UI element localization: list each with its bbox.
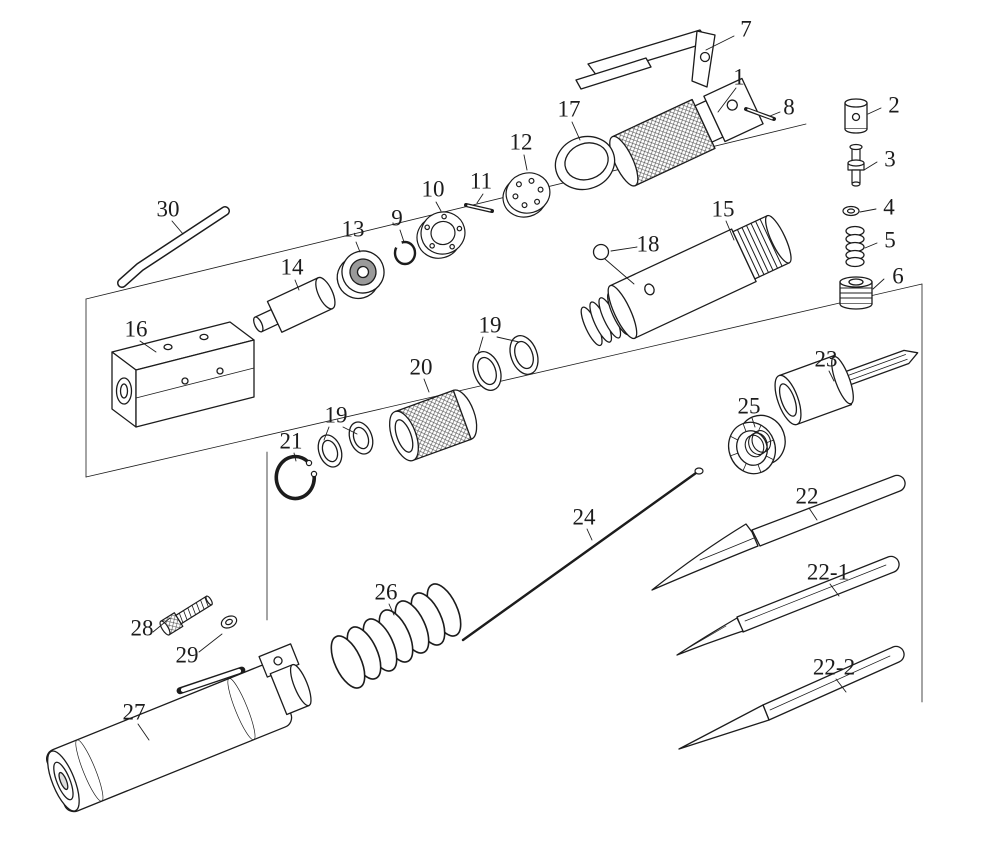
label-part-11: 11 bbox=[470, 169, 492, 194]
part-22-wide-chisel bbox=[651, 474, 906, 591]
label-part-19-upper: 19 bbox=[479, 313, 502, 338]
label-part-15: 15 bbox=[712, 197, 735, 222]
part-28-adjust-screw bbox=[159, 595, 213, 636]
label-part-20: 20 bbox=[410, 355, 433, 380]
leader-lines bbox=[137, 35, 885, 741]
part-22-1-flat-chisel bbox=[676, 555, 900, 656]
part-19-oring-lower-2 bbox=[348, 421, 374, 455]
part-12-valve-plate bbox=[502, 172, 551, 218]
part-11-dowel-pin bbox=[464, 203, 494, 213]
part-25-spring-cage bbox=[727, 414, 786, 475]
part-4-valve-washer bbox=[842, 205, 860, 217]
part-23-chisel-retainer bbox=[774, 349, 919, 426]
part-13-bushing bbox=[336, 250, 385, 300]
label-part-7: 7 bbox=[740, 17, 752, 42]
label-part-23: 23 bbox=[815, 347, 838, 372]
part-5-valve-spring bbox=[845, 225, 865, 268]
label-part-13: 13 bbox=[342, 217, 365, 242]
label-part-26: 26 bbox=[375, 580, 398, 605]
part-18-steel-ball bbox=[592, 243, 635, 285]
part-7-throttle-lever bbox=[575, 29, 716, 90]
part-9-snap-ring bbox=[393, 240, 417, 266]
label-part-17: 17 bbox=[558, 97, 581, 122]
part-30-hex-wrench bbox=[117, 206, 230, 288]
label-part-30: 30 bbox=[157, 197, 180, 222]
label-part-22: 22 bbox=[796, 484, 819, 509]
label-part-9: 9 bbox=[391, 206, 403, 231]
part-27-handle-body bbox=[46, 643, 312, 813]
label-part-25: 25 bbox=[738, 394, 761, 419]
label-part-10: 10 bbox=[422, 177, 445, 202]
label-part-3: 3 bbox=[884, 147, 896, 172]
part-labels: 7 1 8 2 3 4 5 6 17 12 11 10 9 13 14 30 1… bbox=[123, 17, 904, 725]
label-part-28: 28 bbox=[131, 616, 154, 641]
part-21-retaining-ring bbox=[274, 454, 318, 501]
part-29-washer bbox=[220, 615, 238, 629]
label-part-2: 2 bbox=[888, 93, 900, 118]
label-part-5: 5 bbox=[884, 228, 896, 253]
label-part-29: 29 bbox=[176, 643, 199, 668]
part-19-oring-upper-1 bbox=[472, 351, 502, 391]
part-19-oring-upper-2 bbox=[509, 335, 539, 375]
part-2-valve-cage bbox=[844, 98, 868, 134]
label-part-14: 14 bbox=[281, 255, 305, 280]
label-part-24: 24 bbox=[573, 505, 597, 530]
label-part-8: 8 bbox=[783, 95, 795, 120]
part-3-valve-stem bbox=[847, 143, 865, 187]
part-22-2-point-chisel bbox=[678, 645, 905, 750]
part-24-push-rod bbox=[461, 467, 704, 642]
part-26-coil-spring bbox=[330, 583, 462, 689]
label-part-16: 16 bbox=[125, 317, 148, 342]
label-part-12: 12 bbox=[510, 130, 533, 155]
part-20-knurled-sleeve bbox=[388, 389, 478, 462]
part-15-cylinder-barrel bbox=[580, 214, 792, 347]
label-part-27: 27 bbox=[123, 700, 146, 725]
label-part-22-2: 22-2 bbox=[813, 655, 855, 680]
label-part-4: 4 bbox=[883, 195, 895, 220]
part-6-valve-plug bbox=[839, 276, 873, 310]
label-part-1: 1 bbox=[733, 65, 745, 90]
part-14-piston-valve bbox=[253, 276, 336, 333]
part-8-lever-pin bbox=[744, 107, 776, 121]
label-part-18: 18 bbox=[637, 232, 660, 257]
part-19-oring-lower-1 bbox=[317, 434, 343, 468]
label-part-21: 21 bbox=[280, 429, 303, 454]
label-part-22-1: 22-1 bbox=[807, 560, 849, 585]
label-part-6: 6 bbox=[892, 264, 904, 289]
part-16-valve-block bbox=[111, 321, 255, 428]
part-10-end-plate bbox=[416, 211, 466, 259]
part-1-valve-housing bbox=[609, 77, 764, 187]
label-part-19-lower: 19 bbox=[325, 403, 348, 428]
part-17-collar-ring bbox=[554, 135, 616, 191]
